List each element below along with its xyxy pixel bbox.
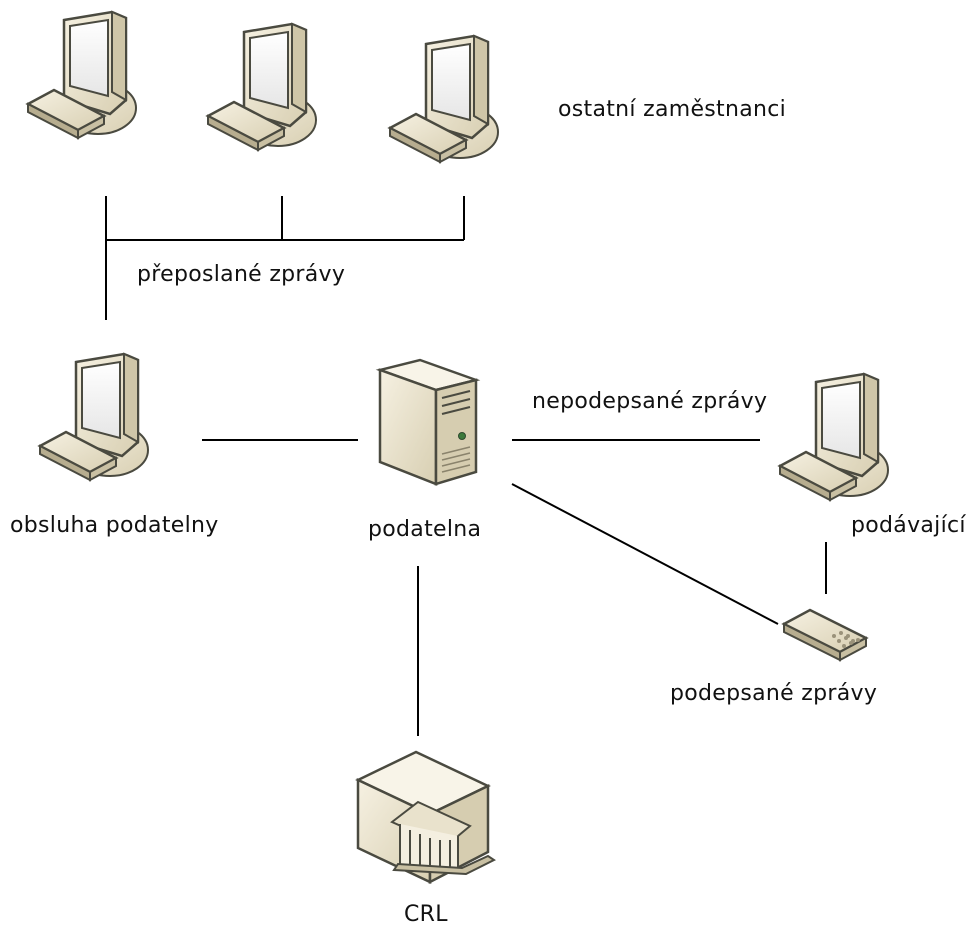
registry-label: podatelna: [368, 517, 482, 542]
signed-messages-label: podepsané zprávy: [670, 681, 878, 706]
operator-label: obsluha podatelny: [10, 513, 219, 538]
certificate-store-icon: [355, 750, 496, 885]
unsigned-messages-label: nepodepsané zprávy: [532, 389, 768, 414]
other-employees-label: ostatní zaměstnanci: [558, 97, 787, 122]
employee-computer-1: [26, 10, 138, 140]
sender-computer: [778, 372, 890, 502]
forwarded-messages-label: přeposlané zprávy: [137, 262, 346, 287]
sender-label: podávající: [851, 513, 966, 538]
employee-computer-2: [206, 22, 318, 152]
crl-label: CRL: [404, 902, 448, 927]
line-registry-token: [511, 483, 779, 625]
operator-computer: [38, 352, 150, 482]
connection-lines: [105, 196, 827, 736]
server-icon: [375, 358, 481, 486]
employee-computer-3: [388, 34, 500, 164]
smart-token-icon: [781, 608, 869, 662]
